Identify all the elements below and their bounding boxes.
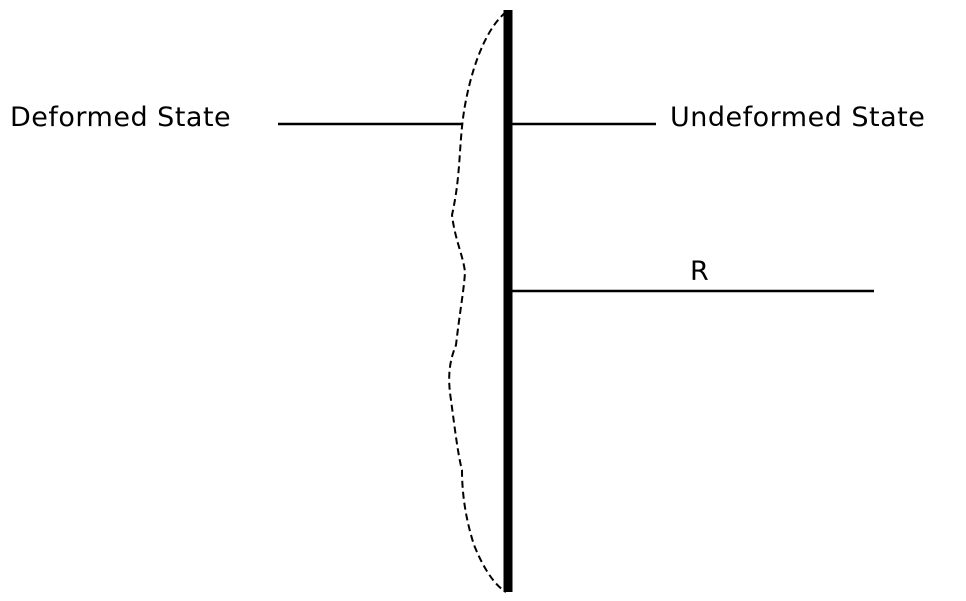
deformed-outline [448,11,507,593]
undeformed-state-label: Undeformed State [670,102,926,133]
radius-label: R [690,256,710,287]
deformed-state-label: Deformed State [10,102,232,133]
